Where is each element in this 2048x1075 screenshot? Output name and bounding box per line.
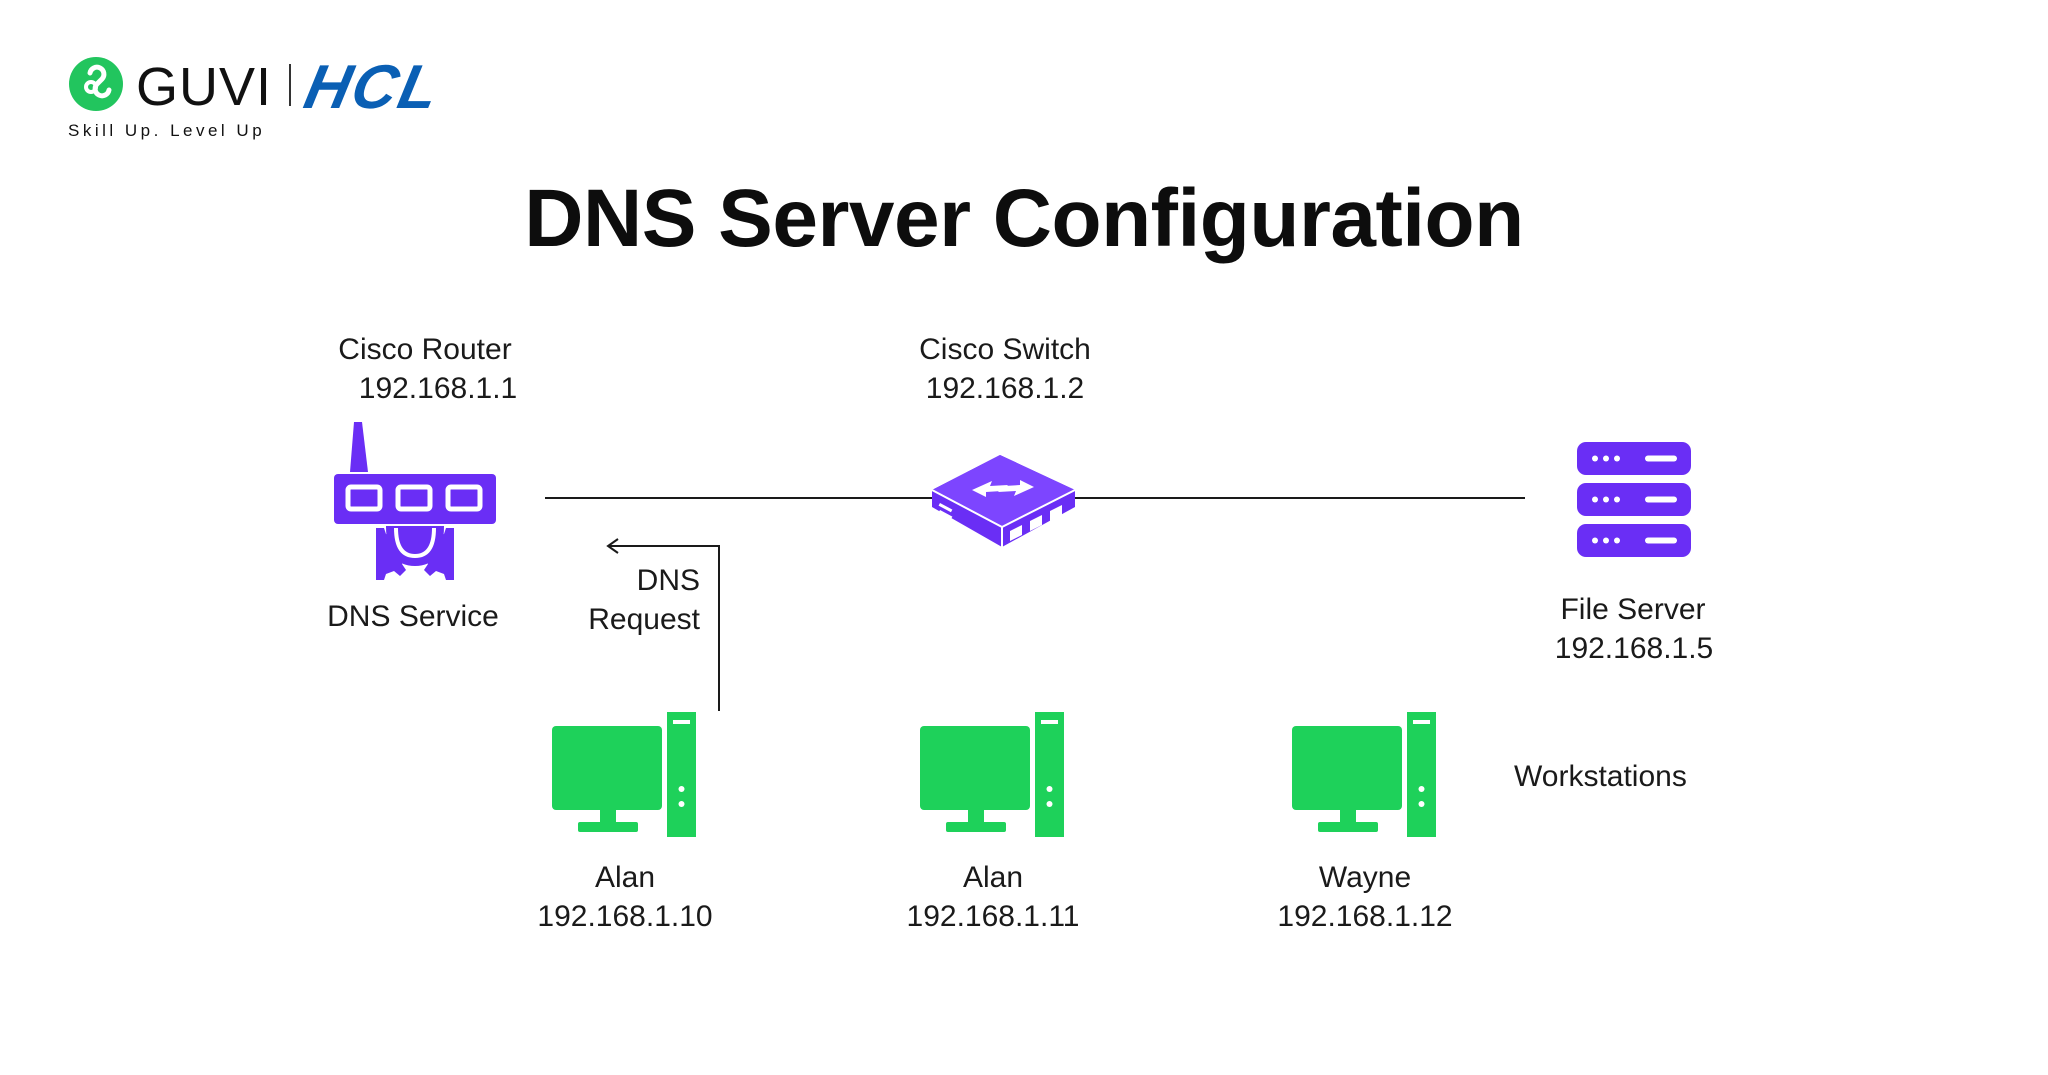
- workstation-1-name: Alan: [594, 861, 656, 894]
- workstation-2-name: Alan: [962, 861, 1024, 894]
- desktop-computer-icon: [552, 712, 696, 837]
- brand-divider: [289, 64, 291, 106]
- guvi-logo-icon: [69, 57, 123, 111]
- file-server-icon: [1577, 442, 1691, 557]
- dns-request-arrow: [608, 545, 720, 711]
- workstation-3-name: Wayne: [1318, 861, 1412, 894]
- router-icon: [334, 422, 496, 580]
- dns-request-label-line1: DNS: [636, 564, 700, 597]
- router-name: Cisco Router: [338, 333, 512, 366]
- file-server-name: File Server: [1560, 593, 1706, 626]
- guvi-wordmark: GUVI: [136, 57, 273, 117]
- switch-icon: [931, 455, 1076, 547]
- router-service: DNS Service: [327, 600, 499, 633]
- desktop-computer-icon: [1292, 712, 1436, 837]
- workstations-group-label: Workstations: [1514, 760, 1687, 793]
- desktop-computer-icon: [920, 712, 1064, 837]
- workstation-1-ip: 192.168.1.10: [537, 900, 713, 933]
- router-ip: 192.168.1.1: [358, 372, 518, 405]
- file-server-ip: 192.168.1.5: [1554, 632, 1714, 665]
- dns-request-arrowhead: [606, 538, 619, 554]
- diagram-title: DNS Server Configuration: [524, 173, 1524, 264]
- brand-tagline: Skill Up. Level Up: [68, 121, 266, 140]
- switch-name: Cisco Switch: [919, 333, 1091, 366]
- switch-ip: 192.168.1.2: [925, 372, 1085, 405]
- dns-request-label-line2: Request: [588, 603, 700, 636]
- workstation-3-ip: 192.168.1.12: [1277, 900, 1453, 933]
- workstation-2-ip: 192.168.1.11: [906, 900, 1080, 933]
